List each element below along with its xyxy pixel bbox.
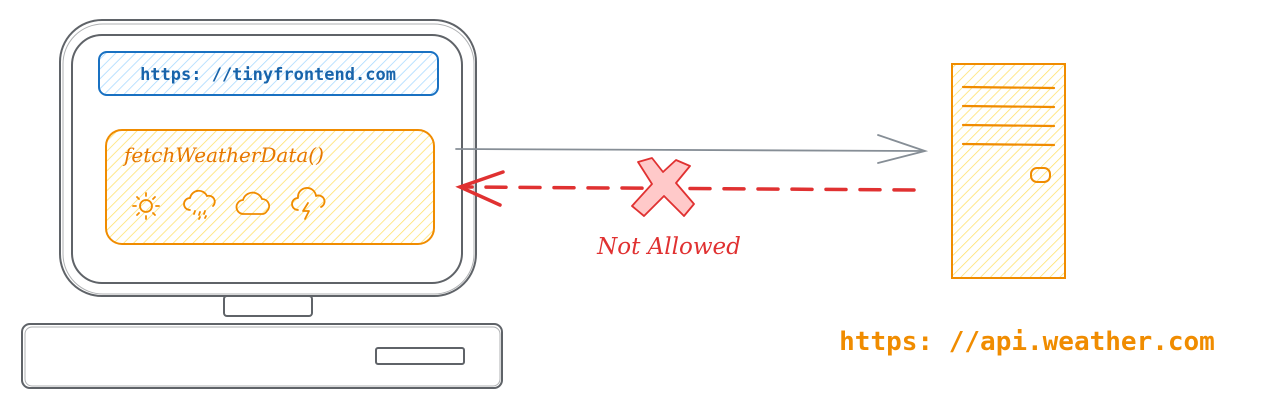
blocked-response-arrow xyxy=(455,170,916,207)
function-call-label: fetchWeatherData() xyxy=(122,143,324,167)
blocked-x-mark xyxy=(631,157,695,217)
rain-cloud-icon xyxy=(183,189,216,220)
keyboard-base-shadow xyxy=(24,326,501,387)
keyboard-base xyxy=(21,323,503,389)
server-power-button xyxy=(1030,167,1051,183)
server xyxy=(951,63,1066,279)
server-url-text: https: //api.weather.com xyxy=(839,327,1215,357)
client-url-text: https: //tinyfrontend.com xyxy=(140,65,396,85)
client-url-bar: https: //tinyfrontend.com xyxy=(98,51,439,96)
weather-app-card: fetchWeatherData() xyxy=(105,129,435,245)
monitor-screen xyxy=(71,34,463,284)
monitor-outer-frame-shadow xyxy=(62,23,475,295)
request-arrow xyxy=(455,134,929,164)
laptop xyxy=(21,19,503,389)
monitor-stand xyxy=(223,295,313,317)
thunder-cloud-icon xyxy=(291,187,326,220)
trackpad-slot xyxy=(375,347,465,365)
sun-icon xyxy=(132,192,160,220)
not-allowed-label: Not Allowed xyxy=(596,234,741,260)
cloud-icon xyxy=(235,191,270,215)
